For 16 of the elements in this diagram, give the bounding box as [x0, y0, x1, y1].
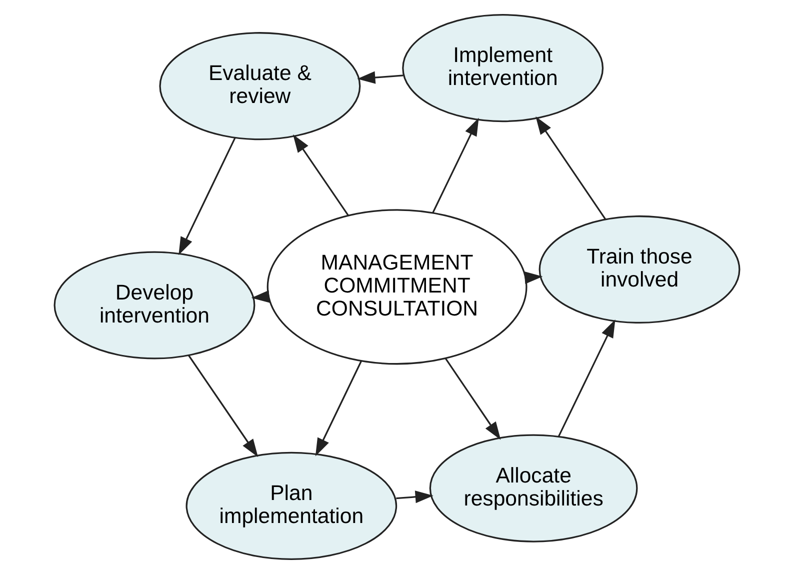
node-ellipse: Evaluate & review: [158, 32, 360, 140]
arrow: [557, 320, 615, 437]
arrow: [535, 116, 606, 220]
node-ellipse: Allocate responsibilities: [428, 434, 638, 542]
arrow: [396, 490, 433, 504]
arrow: [356, 71, 403, 84]
node-ellipse: Train those involved: [538, 215, 740, 324]
arrow: [444, 358, 500, 440]
arrow: [178, 138, 236, 256]
arrow: [314, 360, 362, 456]
arrow: [188, 354, 258, 458]
node-ellipse: Develop intervention: [53, 251, 255, 360]
arrow: [432, 118, 478, 214]
node-ellipse: Implement intervention: [402, 14, 604, 122]
arrow: [292, 134, 348, 216]
node-ellipse: Plan implementation: [185, 452, 397, 560]
